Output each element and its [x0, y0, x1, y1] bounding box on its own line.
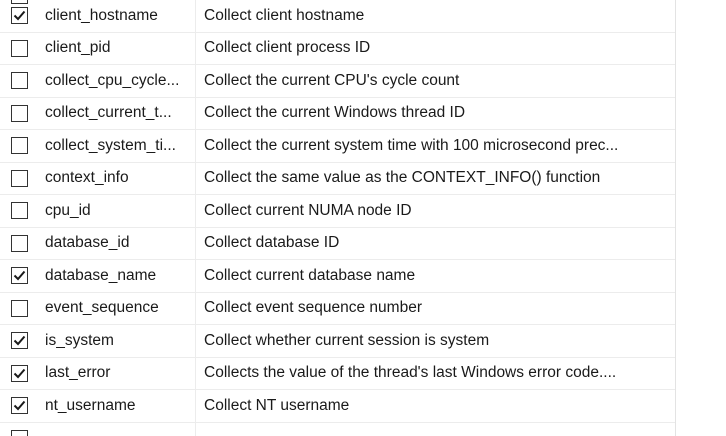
action-name: event_sequence	[38, 292, 196, 324]
action-name: collect_cpu_cycle...	[38, 65, 196, 97]
table-row[interactable]: client_pid Collect client process ID	[0, 32, 675, 65]
action-description: Collect current NUMA node ID	[204, 201, 412, 219]
checkbox-cell	[0, 260, 38, 292]
checkmark-icon	[13, 368, 25, 379]
action-name: collect_current_t...	[38, 97, 196, 129]
checkbox-cell	[0, 325, 38, 357]
row-checkbox[interactable]	[10, 39, 28, 57]
action-description: Collect client process ID	[204, 39, 371, 57]
action-name: cpu_id	[38, 195, 196, 227]
table-row[interactable]: collect_system_ti... Collect the current…	[0, 130, 675, 163]
table-row[interactable]: cpu_id Collect current NUMA node ID	[0, 195, 675, 228]
action-description: Collect database ID	[204, 234, 340, 252]
action-description: Collect current database name	[204, 266, 416, 284]
checkmark-icon	[13, 401, 25, 411]
checkbox-cell	[0, 33, 38, 65]
action-name: is_system	[38, 325, 196, 357]
checkbox-cell	[0, 98, 38, 130]
row-checkbox[interactable]	[10, 137, 28, 155]
actions-list: client_hostname Collect client hostname …	[0, 0, 675, 436]
action-description: Collect the same value as the CONTEXT_IN…	[204, 169, 601, 187]
table-row[interactable]: last_error Collects the value of the thr…	[0, 357, 675, 390]
action-description: Collect event sequence number	[204, 299, 422, 317]
table-row[interactable]: database_name Collect current database n…	[0, 260, 675, 293]
table-row[interactable]: is_system Collect whether current sessio…	[0, 325, 675, 358]
row-checkbox[interactable]	[10, 72, 28, 90]
action-name: database_name	[38, 260, 196, 292]
checkbox-cell	[0, 195, 38, 227]
row-checkbox[interactable]	[10, 202, 28, 220]
action-name: nt_username	[38, 390, 196, 422]
checkbox-cell	[0, 358, 38, 390]
action-description	[196, 423, 675, 436]
row-checkbox[interactable]	[10, 169, 28, 187]
action-name: client_pid	[38, 32, 196, 64]
table-row[interactable]: nt_username Collect NT username	[0, 390, 675, 423]
checkbox-cell	[0, 163, 38, 195]
checkbox-cell	[0, 390, 38, 422]
checkbox-cell	[0, 65, 38, 97]
right-pane	[676, 0, 726, 436]
table-row[interactable]: context_info Collect the same value as t…	[0, 162, 675, 195]
row-checkbox[interactable]	[10, 234, 28, 252]
row-checkbox[interactable]	[10, 104, 28, 122]
table-row[interactable]: collect_cpu_cycle... Collect the current…	[0, 65, 675, 98]
action-description: Collect the current Windows thread ID	[204, 104, 466, 122]
row-checkbox[interactable]	[10, 299, 28, 317]
action-description: Collect client hostname	[204, 6, 365, 24]
action-description: Collects the value of the thread's last …	[204, 364, 617, 382]
row-checkbox[interactable]	[10, 0, 28, 4]
action-name: database_id	[38, 227, 196, 259]
action-description: Collect the current CPU's cycle count	[204, 71, 460, 89]
checkbox-cell	[0, 0, 38, 32]
row-checkbox[interactable]	[10, 429, 28, 436]
action-description: Collect whether current session is syste…	[204, 331, 490, 349]
row-checkbox[interactable]	[10, 7, 28, 25]
table-row[interactable]: client_hostname Collect client hostname	[0, 0, 675, 33]
action-name: last_error	[38, 357, 196, 389]
action-description: Collect the current system time with 100…	[204, 136, 619, 154]
action-name: client_hostname	[38, 0, 196, 32]
checkbox-cell	[0, 228, 38, 260]
table-row[interactable]: database_id Collect database ID	[0, 227, 675, 260]
checkbox-cell	[0, 130, 38, 162]
row-checkbox[interactable]	[10, 364, 28, 382]
checkbox-cell	[0, 293, 38, 325]
table-row[interactable]	[0, 422, 675, 436]
checkmark-icon	[13, 271, 25, 281]
checkbox-cell	[0, 423, 38, 436]
actions-grid: client_hostname Collect client hostname …	[0, 0, 676, 436]
action-description: Collect NT username	[204, 396, 350, 414]
table-row[interactable]: event_sequence Collect event sequence nu…	[0, 292, 675, 325]
table-row[interactable]: collect_current_t... Collect the current…	[0, 97, 675, 130]
row-checkbox[interactable]	[10, 397, 28, 415]
checkmark-icon	[13, 336, 25, 346]
action-name	[38, 422, 196, 436]
checkmark-icon	[13, 11, 25, 21]
action-name: context_info	[38, 162, 196, 194]
row-checkbox[interactable]	[10, 332, 28, 350]
row-checkbox[interactable]	[10, 267, 28, 285]
action-name: collect_system_ti...	[38, 130, 196, 162]
